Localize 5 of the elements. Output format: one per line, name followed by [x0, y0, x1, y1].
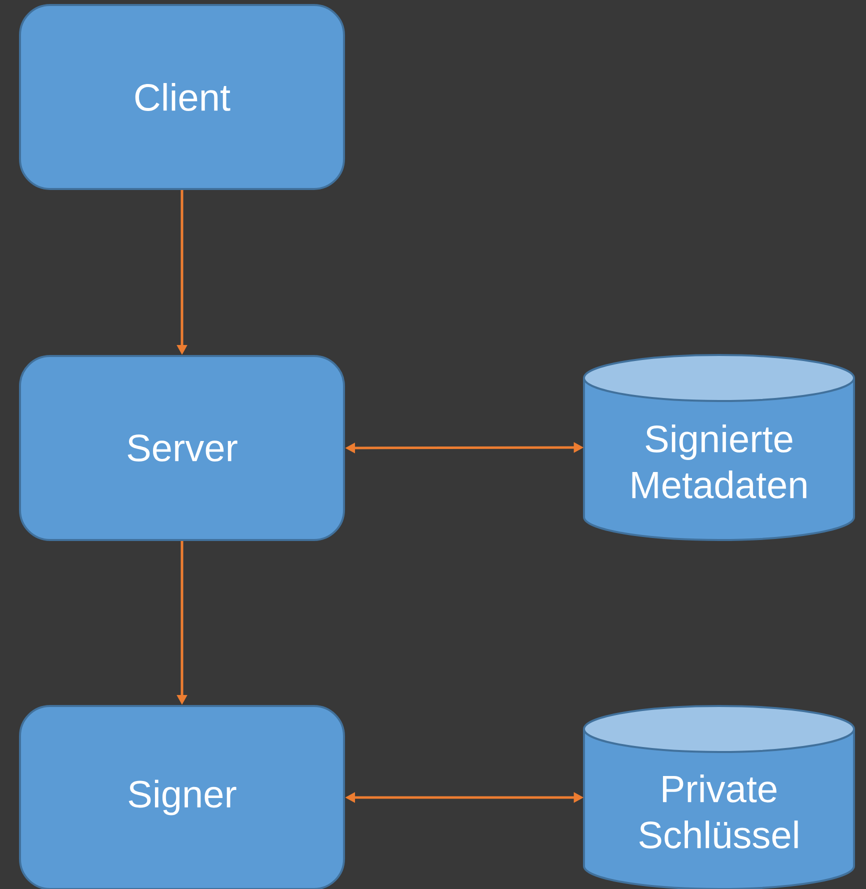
- process-box: Client: [19, 4, 345, 190]
- process-box: Signer: [19, 705, 345, 889]
- database-cylinder: Private Schlüssel: [583, 705, 855, 889]
- process-box: Server: [19, 355, 345, 541]
- database-cylinder: Signierte Metadaten: [583, 354, 855, 541]
